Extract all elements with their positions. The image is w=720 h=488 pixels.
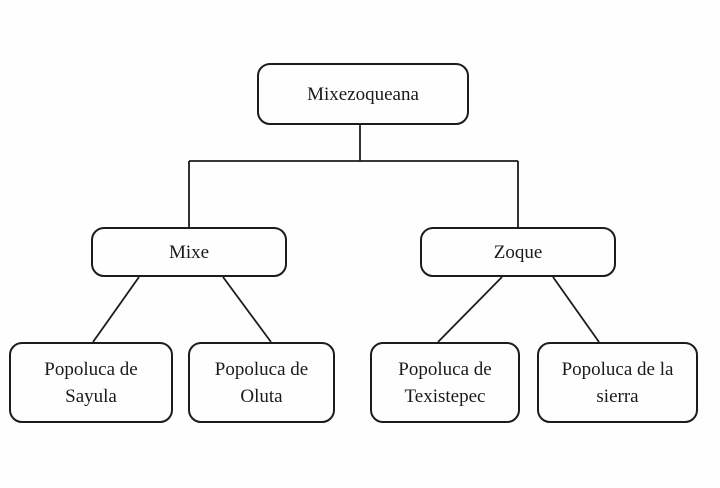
node-label-line2: Oluta	[240, 385, 283, 407]
node-label-line2: Sayula	[65, 385, 117, 407]
edge-mixe-sayula	[92, 276, 140, 343]
node-label-line1: Popoluca de	[398, 358, 492, 380]
node-label: Mixezoqueana	[307, 83, 419, 105]
edge-mixe-oluta	[222, 276, 272, 343]
node-popoluca-de-texistepec: Popoluca de Texistepec	[370, 342, 520, 423]
edge-zoque-texistepec	[437, 276, 503, 343]
node-mixe: Mixe	[91, 227, 287, 277]
edge-zoque-sierra	[552, 276, 600, 343]
node-label: Mixe	[168, 241, 210, 263]
node-popoluca-de-oluta: Popoluca de Oluta	[188, 342, 335, 423]
node-zoque: Zoque	[420, 227, 616, 277]
node-label: Zoque	[493, 241, 543, 263]
node-popoluca-de-sayula: Popoluca de Sayula	[9, 342, 173, 423]
node-label-line2: Texistepec	[404, 385, 486, 407]
node-label-line1: Popoluca de	[44, 358, 138, 380]
node-mixezoqueana: Mixezoqueana	[257, 63, 469, 125]
node-label-line2: sierra	[596, 385, 639, 407]
node-label-line1: Popoluca de	[214, 358, 309, 380]
node-popoluca-de-la-sierra: Popoluca de la sierra	[537, 342, 698, 423]
node-label-line1: Popoluca de la	[561, 358, 674, 380]
